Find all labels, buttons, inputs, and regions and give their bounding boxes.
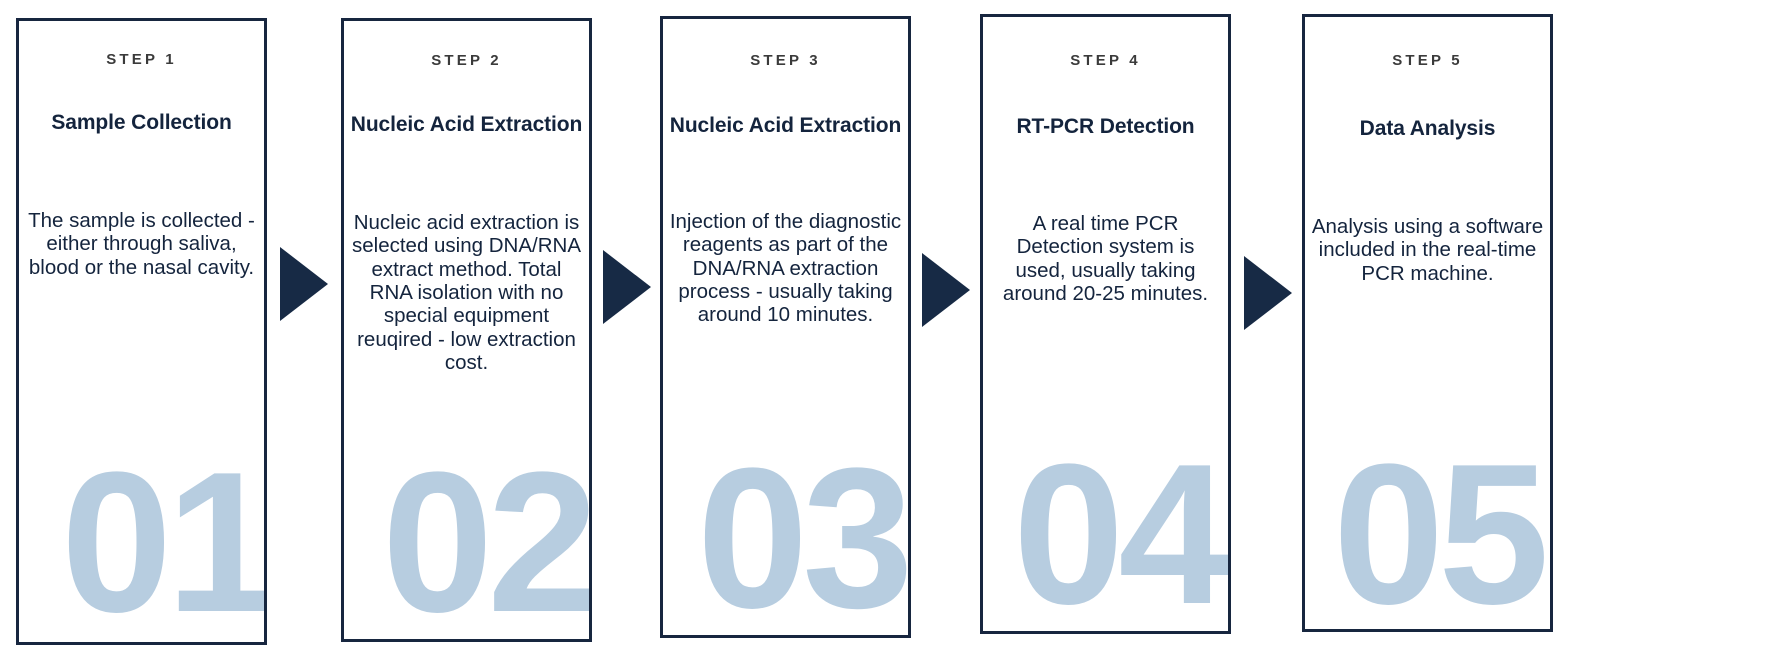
step-label-1: STEP 1	[106, 51, 177, 68]
step-number-1: 01	[61, 431, 267, 645]
step-body-3: Injection of the diagnostic reagents as …	[669, 210, 902, 327]
step-body-1: The sample is collected - either through…	[28, 209, 255, 279]
step-card-4[interactable]: STEP 4 RT-PCR Detection A real time PCR …	[980, 14, 1231, 634]
step-card-2-inner: STEP 2 Nucleic Acid Extraction Nucleic a…	[344, 21, 589, 639]
step-card-3-inner: STEP 3 Nucleic Acid Extraction Injection…	[663, 19, 908, 635]
step-card-5-inner: STEP 5 Data Analysis Analysis using a so…	[1305, 17, 1550, 629]
step-body-2: Nucleic acid extraction is selected usin…	[351, 211, 581, 375]
flow-arrow-4-to-5	[1244, 256, 1292, 330]
step-label-2: STEP 2	[431, 52, 502, 69]
step-card-5[interactable]: STEP 5 Data Analysis Analysis using a so…	[1302, 14, 1553, 632]
step-body-4: A real time PCR Detection system is used…	[1002, 212, 1209, 306]
step-card-1[interactable]: STEP 1 Sample Collection The sample is c…	[16, 18, 267, 645]
flow-arrow-1-to-2	[280, 247, 328, 321]
step-card-2[interactable]: STEP 2 Nucleic Acid Extraction Nucleic a…	[341, 18, 592, 642]
step-label-4: STEP 4	[1070, 52, 1141, 69]
step-number-2: 02	[382, 431, 592, 642]
step-label-3: STEP 3	[750, 52, 821, 69]
step-title-3: Nucleic Acid Extraction	[669, 114, 902, 137]
step-number-4: 04	[1013, 423, 1228, 634]
step-card-4-inner: STEP 4 RT-PCR Detection A real time PCR …	[983, 17, 1228, 631]
step-title-2: Nucleic Acid Extraction	[350, 113, 583, 136]
step-title-5: Data Analysis	[1359, 117, 1496, 140]
step-body-5: Analysis using a software included in th…	[1311, 215, 1544, 285]
step-number-5: 05	[1333, 423, 1549, 632]
step-card-1-inner: STEP 1 Sample Collection The sample is c…	[19, 21, 264, 642]
step-title-4: RT-PCR Detection	[1016, 115, 1195, 138]
step-card-3[interactable]: STEP 3 Nucleic Acid Extraction Injection…	[660, 16, 911, 638]
flow-arrow-3-to-4	[922, 253, 970, 327]
step-title-1: Sample Collection	[51, 111, 232, 134]
step-label-5: STEP 5	[1392, 52, 1463, 69]
step-number-3: 03	[697, 427, 908, 638]
flow-arrow-2-to-3	[603, 250, 651, 324]
